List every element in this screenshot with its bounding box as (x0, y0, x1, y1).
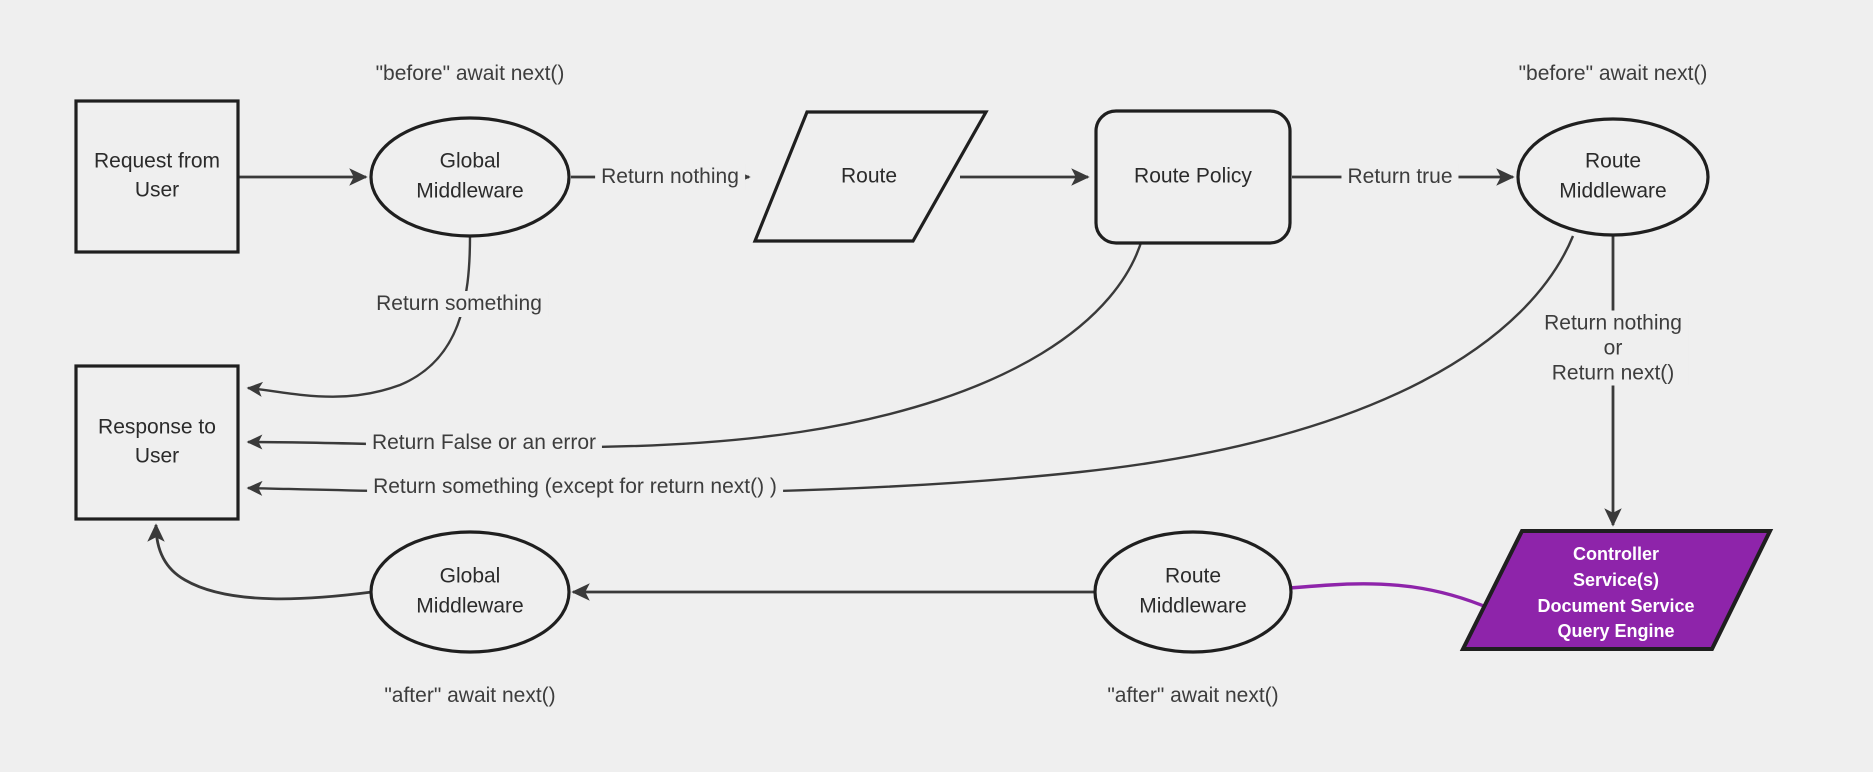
node-route-policy[interactable]: Route Policy (1094, 109, 1292, 245)
route-middleware-bottom-label-1: Route (1165, 565, 1221, 588)
global-middleware-top-shape (369, 116, 571, 238)
response-to-user-label-1: Response to (98, 416, 216, 439)
controller-services-shape (1459, 529, 1774, 651)
response-to-user-shape (74, 364, 240, 521)
node-controller-services[interactable]: Controller Service(s) Document Service Q… (1459, 529, 1774, 651)
node-response-to-user[interactable]: Response to User (74, 364, 240, 521)
edge-global-middleware-return-something (246, 235, 472, 398)
route-policy-shape (1094, 109, 1292, 245)
global-middleware-bottom-label-2: Middleware (416, 595, 523, 618)
route-middleware-top-label-2: Middleware (1559, 180, 1666, 203)
route-shape (752, 110, 989, 243)
edge-route-middleware-return-something (246, 235, 1575, 496)
node-global-middleware-bottom[interactable]: Global Middleware (369, 530, 571, 654)
route-policy-label: Route Policy (1134, 165, 1252, 188)
request-from-user-label-1: Request from (94, 150, 220, 173)
route-middleware-bottom-shape (1093, 530, 1293, 654)
global-middleware-top-label-2: Middleware (416, 180, 523, 203)
route-middleware-top-shape (1516, 117, 1710, 237)
node-route-middleware-bottom[interactable]: Route Middleware (1093, 530, 1293, 654)
global-middleware-bottom-label-1: Global (440, 565, 501, 588)
edge-global-middleware-bottom-to-response (147, 523, 373, 601)
response-to-user-label-2: User (135, 445, 179, 468)
route-label: Route (841, 165, 897, 188)
edge-route-policy-return-false (246, 235, 1145, 450)
controller-services-label-2: Service(s) (1573, 570, 1659, 590)
global-middleware-top-label-1: Global (440, 150, 501, 173)
global-middleware-bottom-shape (369, 530, 571, 654)
controller-services-label-4: Query Engine (1557, 621, 1674, 641)
node-request-from-user[interactable]: Request from User (74, 99, 240, 254)
node-route[interactable]: Route (752, 110, 989, 243)
request-from-user-shape (74, 99, 240, 254)
node-global-middleware-top[interactable]: Global Middleware (369, 116, 571, 238)
controller-services-label-3: Document Service (1537, 596, 1694, 616)
route-middleware-top-label-1: Route (1585, 150, 1641, 173)
route-middleware-bottom-label-2: Middleware (1139, 595, 1246, 618)
node-route-middleware-top[interactable]: Route Middleware (1516, 117, 1710, 237)
request-from-user-label-2: User (135, 179, 179, 202)
controller-services-label-1: Controller (1573, 544, 1659, 564)
